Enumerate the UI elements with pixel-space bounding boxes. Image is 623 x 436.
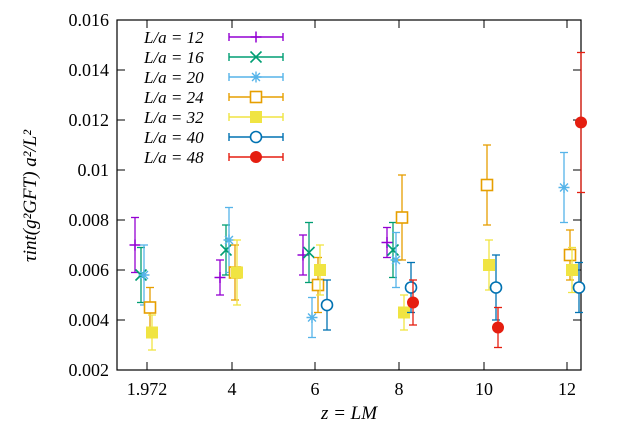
data-point (480, 178, 494, 192)
x-tick-label: 4 (228, 379, 237, 399)
x-axis-label: z = LM (320, 403, 378, 424)
data-series (129, 51, 587, 351)
data-point (563, 248, 577, 262)
legend-label: L/a = 16 (143, 48, 204, 67)
legend-label: L/a = 48 (143, 148, 204, 167)
data-point (138, 269, 150, 281)
data-point (143, 301, 157, 314)
x-tick-label: 12 (558, 379, 576, 399)
legend-marker (250, 71, 262, 83)
data-point (314, 264, 326, 276)
legend-label: L/a = 24 (143, 88, 204, 107)
legend: L/a = 12L/a = 16L/a = 20L/a = 24L/a = 32… (143, 28, 284, 167)
series-1 (129, 216, 393, 296)
plot-frame (116, 19, 582, 371)
legend-marker (250, 151, 262, 163)
data-point (320, 298, 334, 312)
data-point (231, 266, 243, 279)
data-point (572, 281, 586, 294)
x-tick-label: 8 (395, 379, 404, 399)
data-point (223, 234, 235, 246)
data-point (483, 259, 495, 271)
y-axis-label: τint(g²GFT) a²/L² (20, 130, 41, 262)
plot-border (116, 19, 582, 371)
data-point (219, 243, 233, 257)
y-tick-label: 0.008 (69, 210, 110, 230)
data-point (390, 254, 402, 266)
data-point (566, 264, 578, 276)
y-tick-label: 0.012 (69, 110, 110, 130)
data-point (395, 211, 409, 224)
data-point (214, 272, 226, 283)
data-point (311, 278, 325, 292)
y-tick-label: 0.01 (78, 160, 110, 180)
legend-label: L/a = 32 (143, 108, 204, 127)
legend-marker (249, 130, 263, 144)
data-point (404, 281, 418, 294)
data-point (386, 243, 400, 257)
data-point (129, 239, 141, 251)
legend-marker (249, 90, 263, 104)
x-tick-label: 10 (475, 379, 493, 399)
legend-marker (249, 50, 263, 64)
legend-marker (250, 111, 262, 123)
series-5 (146, 239, 578, 351)
data-point (407, 296, 419, 309)
y-tick-label: 0.014 (69, 60, 110, 80)
y-tick-label: 0.002 (69, 360, 110, 380)
data-point (558, 182, 570, 193)
y-tick-label: 0.006 (69, 260, 110, 280)
legend-marker (250, 31, 262, 43)
data-point (492, 321, 504, 334)
data-point (489, 281, 503, 294)
series-3 (138, 151, 570, 339)
legend-label: L/a = 20 (143, 68, 204, 87)
y-tick-label: 0.016 (69, 10, 110, 30)
axis-ticks: 0.002 0.004 0.006 0.008 0.01 0.012 0.014 0.016 1… (69, 10, 581, 399)
data-point (306, 312, 318, 323)
legend-label: L/a = 40 (143, 128, 204, 147)
data-point (381, 237, 393, 248)
legend-label: L/a = 12 (143, 28, 204, 47)
data-point (302, 246, 316, 259)
x-tick-label: 1.972 (127, 379, 168, 399)
series-7 (407, 51, 587, 349)
y-tick-label: 0.004 (69, 310, 110, 330)
data-point (575, 116, 587, 129)
x-tick-label: 6 (311, 379, 320, 399)
data-point (146, 326, 158, 339)
